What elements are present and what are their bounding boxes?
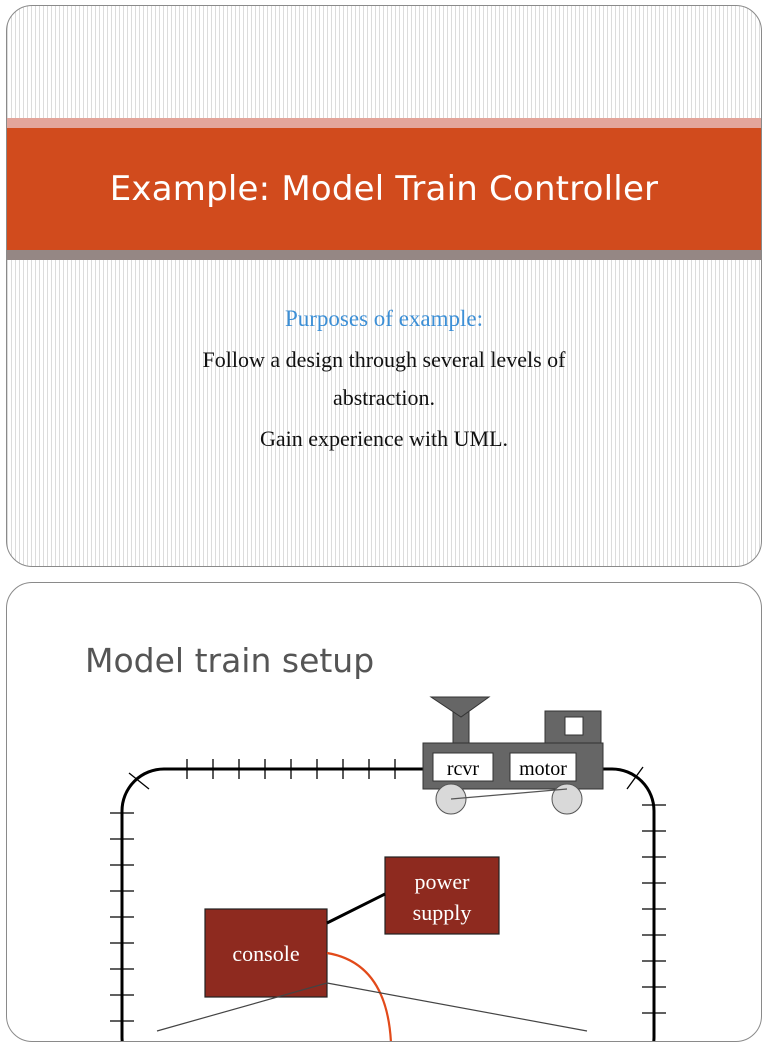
title-band-bottom-stripe [7, 250, 761, 260]
track-tie [626, 766, 644, 790]
title-band: Example: Model Train Controller [7, 128, 761, 250]
track-loop [120, 767, 656, 1041]
console-track-line-left [156, 982, 328, 1032]
title-band-top-stripe [7, 118, 761, 128]
power-supply-label-line-2: supply [413, 900, 472, 925]
cab-window [564, 716, 584, 736]
power-supply-box [384, 856, 500, 935]
slide-title: Model train setup [85, 641, 375, 680]
body-line-1: Follow a design through several levels o… [202, 347, 566, 372]
purposes-heading: Purposes of example: [284, 306, 483, 331]
wheel-coupling-rod [450, 788, 568, 800]
power-supply-label-line-1: power [415, 869, 471, 894]
console-power-cable [326, 892, 386, 925]
body-line-3: Gain experience with UML. [259, 426, 509, 451]
slide-title: Example: Model Train Controller [109, 169, 659, 209]
console-track-line-right [326, 982, 588, 1032]
console-wire [326, 951, 392, 1041]
train-setup-diagram: rcvr motor power supply console [110, 696, 666, 1041]
slide-model-train-setup: Model train setup rcvr motor power suppl… [6, 582, 762, 1042]
motor-label: motor [519, 758, 567, 780]
body-line-2: abstraction. [332, 385, 436, 410]
track-ties [110, 759, 666, 1022]
rcvr-box [432, 752, 494, 782]
motor-box [509, 752, 577, 782]
track-tie [128, 772, 150, 790]
locomotive: rcvr motor [422, 696, 604, 815]
slide-example-model-train-controller: Example: Model Train Controller Purposes… [6, 5, 762, 567]
console-label: console [232, 941, 299, 966]
smokestack-funnel [429, 696, 491, 718]
rear-wheel [551, 783, 583, 815]
rcvr-label: rcvr [447, 758, 480, 780]
